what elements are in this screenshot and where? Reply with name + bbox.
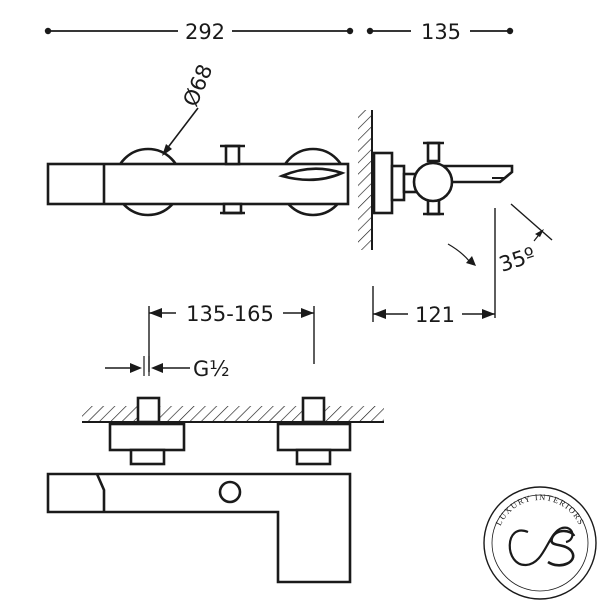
dimension-thread: G½ — [105, 356, 230, 381]
outlet-circle — [218, 480, 242, 504]
right-eccentric-block — [276, 422, 352, 452]
left-nut — [129, 448, 166, 466]
wall-section — [358, 110, 372, 250]
dimension-depth: 135 — [366, 20, 514, 44]
spout-reach-label: 121 — [415, 303, 455, 327]
side-body-circle — [412, 161, 454, 203]
total-width-label: 292 — [185, 20, 225, 44]
dimension-centres: 135-165 — [148, 302, 315, 372]
diameter-label: Ø68 — [179, 61, 218, 110]
dimension-spout-reach: 121 — [372, 286, 495, 327]
centres-label: 135-165 — [186, 302, 274, 326]
wall-plan — [82, 406, 384, 423]
thread-label: G½ — [193, 357, 230, 381]
depth-label: 135 — [421, 20, 461, 44]
bottom-outlet — [222, 202, 243, 215]
left-eccentric-block — [108, 422, 186, 452]
dimension-angle: 35º — [447, 203, 553, 318]
bottom-mixer-body — [46, 472, 352, 584]
front-view — [46, 144, 350, 217]
bottom-view — [46, 396, 352, 584]
diverter-knob — [224, 144, 241, 166]
brand-logo: LUXURY INTERIORS — [483, 486, 597, 600]
dimension-diameter: Ø68 — [162, 61, 218, 156]
angle-label: 35º — [496, 243, 538, 277]
side-view — [358, 110, 514, 250]
right-nut — [295, 448, 332, 466]
dimension-total-width: 292 — [44, 20, 354, 44]
temperature-lever — [278, 167, 346, 182]
side-top-knob — [426, 141, 441, 163]
left-pipe-stub — [136, 396, 161, 424]
right-pipe-stub — [301, 396, 326, 424]
wall-flange — [372, 151, 394, 215]
flange-collar — [390, 164, 406, 202]
